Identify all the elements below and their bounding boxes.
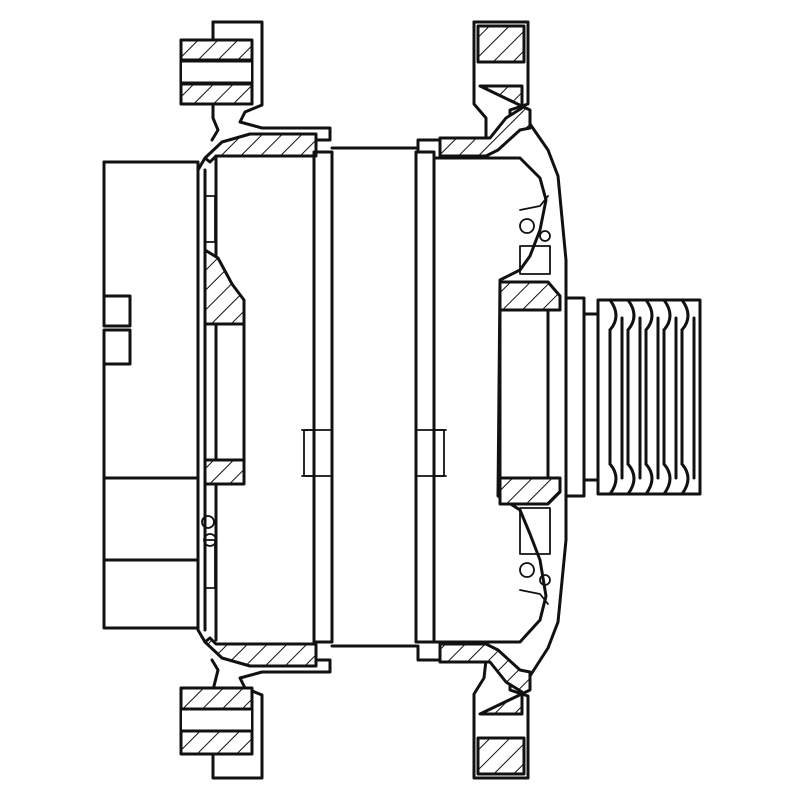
rear-housing: [179, 20, 332, 780]
stator-core: [301, 146, 447, 648]
connector-block: [102, 160, 200, 630]
front-mount-ear-top: [476, 24, 526, 64]
front-housing: [416, 20, 568, 780]
drive-pulley: [564, 296, 702, 498]
front-bearing-boss: [498, 280, 562, 312]
rear-bearing-boss: [203, 248, 246, 326]
front-mount-ear-bottom: [476, 736, 526, 776]
